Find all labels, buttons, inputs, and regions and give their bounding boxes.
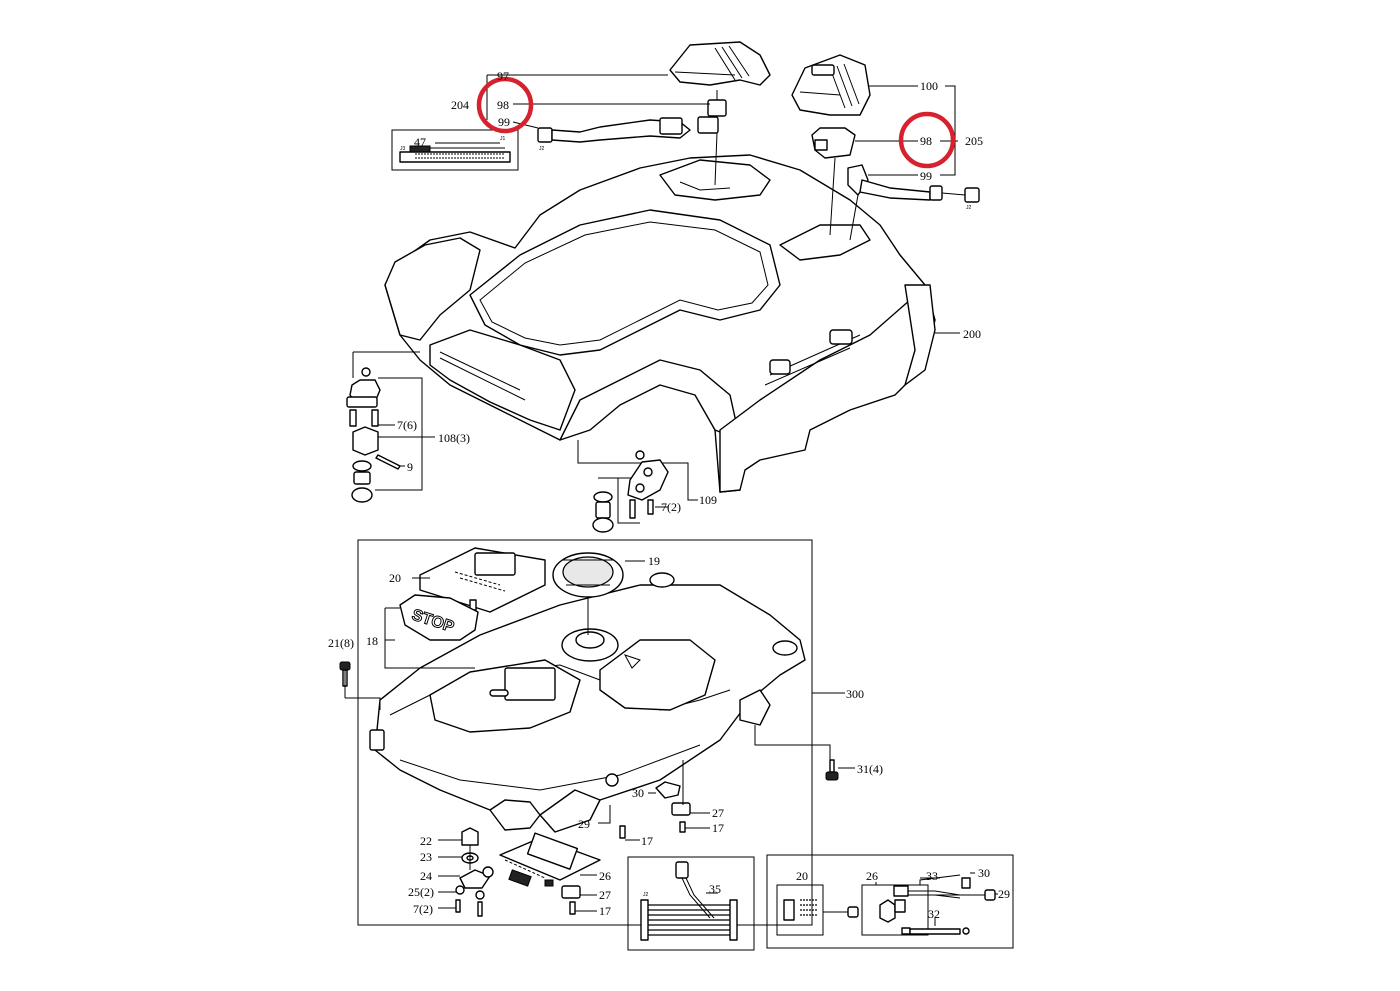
label-7-6: 7(6) <box>397 418 417 432</box>
label-99-left: 99 <box>498 115 510 129</box>
label-7-2-lower: 7(2) <box>413 902 433 916</box>
label-200: 200 <box>963 327 981 341</box>
svg-text:J2: J2 <box>966 205 972 211</box>
part-35-harness: J2 <box>640 861 738 941</box>
label-29-kit: 29 <box>998 887 1010 901</box>
label-20-lower: 20 <box>389 571 401 585</box>
part-98-connector-right <box>811 127 856 159</box>
label-108-3: 108(3) <box>438 431 470 445</box>
label-30-lower: 30 <box>632 786 644 800</box>
svg-text:J2: J2 <box>539 146 545 152</box>
label-98-right: 98 <box>920 134 932 148</box>
label-27-lower: 27 <box>599 888 611 902</box>
part-26-pcb <box>499 832 601 915</box>
label-23: 23 <box>420 850 432 864</box>
part-31-screw <box>825 759 839 781</box>
part-99-harness-right: J2 <box>847 164 980 211</box>
label-35: 35 <box>709 882 721 896</box>
lower-pillar-group <box>455 827 494 917</box>
highlight-circle-98-left <box>476 76 534 134</box>
label-24: 24 <box>420 869 432 883</box>
leaders-kit <box>875 872 998 926</box>
harness-35-box <box>627 856 755 951</box>
part-98-connector-left <box>697 90 727 134</box>
label-20-kit: 20 <box>796 869 808 883</box>
svg-text:J3: J3 <box>400 146 406 152</box>
leaders-top <box>486 74 960 334</box>
label-205: 205 <box>965 134 983 148</box>
label-7-2-center: 7(2) <box>661 500 681 514</box>
part-97-cover <box>669 41 771 86</box>
label-21-8: 21(8) <box>328 636 354 650</box>
label-19: 19 <box>648 554 660 568</box>
label-9: 9 <box>407 460 413 474</box>
label-98-left: 98 <box>497 98 509 112</box>
label-47: 47 <box>414 135 426 149</box>
part-labels: 97 98 204 99 47 100 98 205 99 200 7(6) 1… <box>328 69 1010 921</box>
label-26-kit: 26 <box>866 869 878 883</box>
side-slot <box>769 359 791 375</box>
label-109: 109 <box>699 493 717 507</box>
leaders-lower <box>344 560 855 912</box>
part-100-cover <box>791 54 871 116</box>
lower-assembly-box <box>357 539 813 926</box>
part-19-knob <box>552 552 624 635</box>
label-25-2: 25(2) <box>408 885 434 899</box>
label-32: 32 <box>928 907 940 921</box>
label-27-upper: 27 <box>712 806 724 820</box>
label-29-lower: 29 <box>578 817 590 831</box>
label-300: 300 <box>846 687 864 701</box>
svg-text:J2: J2 <box>643 892 649 898</box>
label-22: 22 <box>420 834 432 848</box>
part-20-overlay <box>419 547 546 613</box>
label-26-lower: 26 <box>599 869 611 883</box>
kit-box-parts <box>776 874 996 936</box>
center-support-group <box>577 440 698 533</box>
label-100: 100 <box>920 79 938 93</box>
left-support-group <box>346 351 435 503</box>
label-18: 18 <box>366 634 378 648</box>
label-17-mid: 17 <box>641 834 653 848</box>
label-17-lower: 17 <box>599 904 611 918</box>
part-30-27-17-cluster <box>619 781 691 839</box>
label-17-upper: 17 <box>712 821 724 835</box>
label-31-4: 31(4) <box>857 762 883 776</box>
part-18-stop-button: STOP <box>399 594 479 641</box>
label-33: 33 <box>926 869 938 883</box>
label-204: 204 <box>451 98 469 112</box>
label-97: 97 <box>497 69 509 83</box>
part-99-harness-left: J2 <box>537 117 691 152</box>
lower-chassis-body <box>369 572 806 833</box>
highlight-circle-98-right <box>898 111 956 169</box>
part-47-board: J3 J1 <box>391 129 519 171</box>
label-30-kit: 30 <box>978 866 990 880</box>
label-99-right: 99 <box>920 169 932 183</box>
svg-text:J1: J1 <box>500 136 506 142</box>
kit-box <box>766 854 1014 949</box>
